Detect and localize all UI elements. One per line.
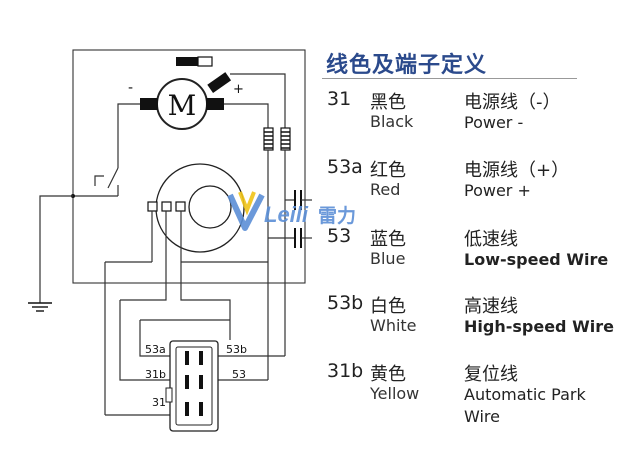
wire-31b bbox=[119, 300, 172, 381]
park-contacts bbox=[147, 201, 186, 262]
legend-row: 31 黑色 Black 电源线（-） Power - bbox=[0, 88, 635, 148]
thermal-switch bbox=[71, 150, 119, 198]
right-brush bbox=[206, 98, 224, 110]
connector-label-31: 31 bbox=[152, 396, 166, 409]
wire-function-cn: 低速线 bbox=[464, 229, 518, 250]
minus-label: - bbox=[128, 80, 133, 96]
left-brush bbox=[140, 98, 158, 110]
legend-title: 线色及端子定义 bbox=[326, 53, 488, 78]
top-brush-block-open bbox=[197, 56, 213, 67]
wire-function-en: Power - bbox=[464, 113, 524, 132]
watermark-brand: Leili bbox=[264, 202, 309, 227]
wire-code: 53a bbox=[327, 156, 363, 178]
wire-function-cn: 电源线（+） bbox=[464, 160, 570, 181]
top-brush-block bbox=[176, 57, 198, 66]
ground-symbol bbox=[28, 195, 73, 312]
wire-function-en: High-speed Wire bbox=[464, 317, 614, 336]
legend-row: 31b 黄色 Yellow 复位线 Automatic Park Wire bbox=[0, 360, 635, 440]
wire-code: 31b bbox=[327, 360, 364, 382]
motor-label: M bbox=[168, 89, 197, 122]
motor-housing-outline bbox=[72, 49, 306, 284]
wire-color-en: Black bbox=[370, 112, 414, 131]
connector-label-31b: 31b bbox=[145, 368, 166, 381]
wire-color-cn: 蓝色 bbox=[370, 229, 406, 250]
wire-function-en: Automatic Park Wire bbox=[464, 385, 586, 426]
connector-label-53a: 53a bbox=[145, 343, 166, 356]
wire-color-cn: 黄色 bbox=[370, 364, 406, 385]
legend-row: 53a 红色 Red 电源线（+） Power + bbox=[0, 156, 635, 216]
wire-function-cn: 高速线 bbox=[464, 296, 518, 317]
wire-code: 53 bbox=[327, 225, 352, 247]
wire-function-cn: 复位线 bbox=[464, 364, 518, 385]
watermark-logo: Leili 雷力 bbox=[227, 191, 356, 231]
legend-row: 53 蓝色 Blue 低速线 Low-speed Wire bbox=[0, 225, 635, 285]
wire-53a bbox=[139, 320, 172, 357]
plus-label: + bbox=[233, 82, 244, 97]
wire-function-cn: 电源线（-） bbox=[464, 92, 561, 113]
wire-31b-up bbox=[120, 283, 167, 301]
connector-label-53b: 53b bbox=[226, 343, 247, 356]
wire-color-cn: 黑色 bbox=[370, 92, 406, 113]
wire-color-en: Yellow bbox=[370, 384, 420, 403]
wire-color-cn: 白色 bbox=[370, 296, 406, 317]
wire-code: 53b bbox=[327, 292, 364, 314]
legend-row: 53b 白色 White 高速线 High-speed Wire bbox=[0, 292, 635, 352]
watermark-brand-cn: 雷力 bbox=[318, 204, 356, 227]
legend-title-rule bbox=[322, 78, 577, 79]
capacitor-top bbox=[285, 190, 312, 210]
wire-color-cn: 红色 bbox=[370, 160, 406, 181]
wire-code: 31 bbox=[327, 88, 352, 110]
wire-function-en: Power + bbox=[464, 181, 531, 200]
capacitor-bottom bbox=[268, 228, 312, 248]
wire-color-en: Blue bbox=[370, 249, 406, 268]
wire-function-en: Low-speed Wire bbox=[464, 250, 609, 269]
wire-color-en: Red bbox=[370, 180, 401, 199]
wire-third-brush bbox=[230, 73, 286, 128]
park-ring bbox=[155, 163, 245, 253]
wire-plus-brush bbox=[224, 103, 269, 128]
third-brush bbox=[207, 72, 232, 93]
wire-color-en: White bbox=[370, 316, 417, 335]
connector-label-53: 53 bbox=[232, 368, 246, 381]
connector-block bbox=[165, 340, 219, 432]
wire-minus-brush bbox=[117, 103, 140, 150]
